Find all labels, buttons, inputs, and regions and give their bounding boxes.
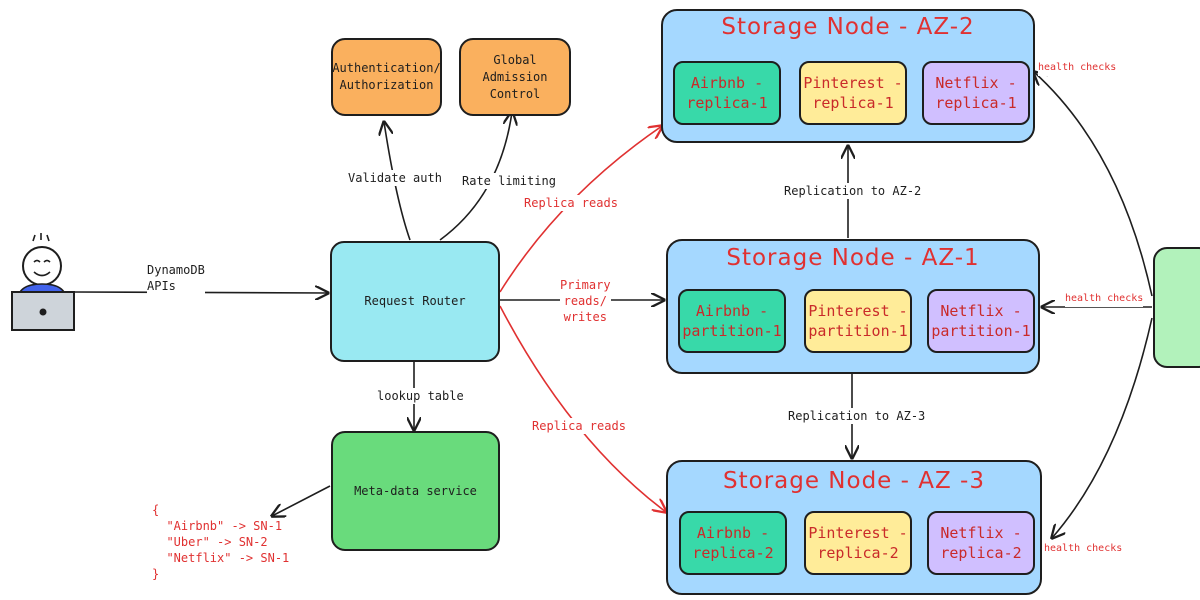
request-router-box: Request Router — [330, 241, 500, 362]
netflix-replica-1: Netflix - replica-1 — [922, 61, 1030, 125]
metadata-service-box: Meta-data service — [331, 431, 500, 551]
auth-service-label: Authentication/ Authorization — [332, 61, 441, 92]
pinterest-replica-2: Pinterest - replica-2 — [804, 511, 912, 575]
storage-node-az1: Storage Node - AZ-1 Airbnb - partition-1… — [666, 239, 1040, 374]
storage-node-title: Storage Node - AZ -3 — [723, 468, 985, 494]
airbnb-partition-1: Airbnb - partition-1 — [678, 289, 786, 353]
admission-control-box: Global Admission Control — [459, 38, 571, 116]
storage-node-az2: Storage Node - AZ-2 Airbnb - replica-1 P… — [661, 9, 1035, 143]
health-checks-label: health checks — [1038, 60, 1117, 76]
airbnb-replica-2: Airbnb - replica-2 — [679, 511, 787, 575]
validate-auth-label: Validate auth — [348, 170, 442, 186]
lookup-table-label: lookup table — [377, 388, 464, 404]
pinterest-partition-1: Pinterest - partition-1 — [804, 289, 912, 353]
replica-reads-top-label: Replica reads — [524, 195, 618, 211]
airbnb-replica-1: Airbnb - replica-1 — [673, 61, 781, 125]
auth-service-box: Authentication/ Authorization — [331, 38, 442, 116]
lookup-line: { — [152, 503, 160, 517]
lookup-line: } — [152, 567, 160, 581]
replication-az2-label: Replication to AZ-2 — [784, 183, 922, 199]
primary-reads-writes-label: Primary reads/ writes — [560, 277, 611, 325]
lookup-line: "Netflix" -> SN-1 — [152, 551, 290, 565]
request-router-label: Request Router — [364, 294, 466, 308]
lookup-line: "Airbnb" -> SN-1 — [152, 519, 283, 533]
health-checks-label: health checks — [1065, 291, 1144, 307]
storage-node-title: Storage Node - AZ-1 — [726, 245, 980, 271]
metadata-service-label: Meta-data service — [354, 483, 477, 498]
health-monitor-box — [1153, 247, 1200, 368]
health-checks-label: health checks — [1044, 541, 1123, 557]
user-laptop-icon — [11, 233, 75, 331]
api-label: DynamoDB APIs — [147, 262, 205, 294]
netflix-partition-1: Netflix - partition-1 — [927, 289, 1035, 353]
replication-az3-label: Replication to AZ-3 — [788, 408, 926, 424]
admission-control-label: Global Admission Control — [482, 52, 548, 101]
storage-node-az3: Storage Node - AZ -3 Airbnb - replica-2 … — [666, 460, 1042, 595]
lookup-line: "Uber" -> SN-2 — [152, 535, 268, 549]
replica-reads-bottom-label: Replica reads — [532, 418, 626, 434]
netflix-replica-2: Netflix - replica-2 — [927, 511, 1035, 575]
rate-limiting-label: Rate limiting — [462, 173, 556, 189]
pinterest-replica-1: Pinterest - replica-1 — [799, 61, 907, 125]
storage-node-title: Storage Node - AZ-2 — [721, 14, 975, 40]
